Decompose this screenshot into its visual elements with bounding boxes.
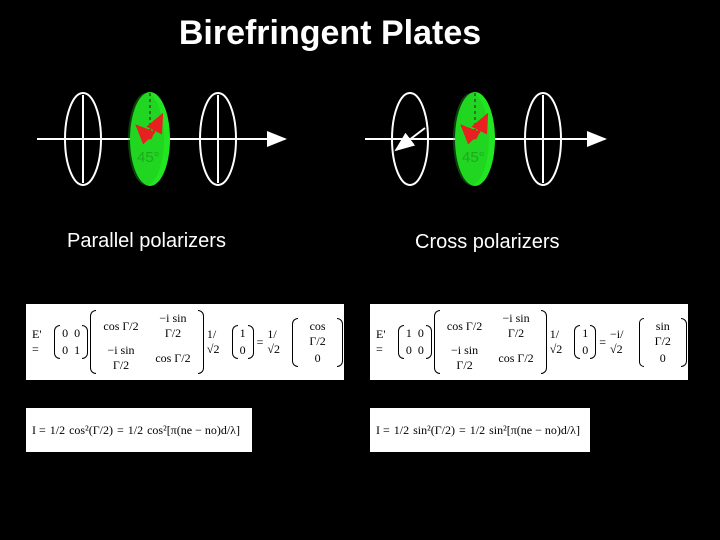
output-vector: sin Γ/2 0 <box>638 317 688 367</box>
half-factor: 1/2 <box>469 422 486 437</box>
page-title: Birefringent Plates <box>178 14 482 52</box>
intensity-expanded: sin²[π(ne − no)d/λ] <box>489 422 580 437</box>
intensity-term: cos²(Γ/2) <box>69 422 113 437</box>
matrix-cell: 0 <box>62 326 69 340</box>
matrix-cell: −i sin Γ/2 <box>451 343 479 372</box>
half-factor: 1/2 <box>393 422 410 437</box>
matrix-cell: 0 <box>417 326 424 340</box>
half-factor: 1/2 <box>49 422 66 437</box>
vector-cell: cos Γ/2 <box>309 318 326 348</box>
output-factor: 1/√2 <box>267 327 280 356</box>
optics-diagram: 45° 45° <box>37 92 607 186</box>
left-angle-label: 45° <box>137 149 160 166</box>
matrix-cell: −i sin Γ/2 <box>159 311 187 340</box>
eq-lhs: E' = <box>376 327 386 356</box>
matrix-cell: cos Γ/2 <box>155 350 191 365</box>
vector-cell: 0 <box>239 343 246 357</box>
matrix-cell: 1 <box>405 326 412 340</box>
vector-cell: 0 <box>582 343 589 357</box>
left-caption: Parallel polarizers <box>67 230 226 252</box>
matrix-cell: 0 <box>62 343 69 357</box>
matrix-cell: cos Γ/2 <box>103 318 139 333</box>
waveplate-matrix: cos Γ/2 −i sin Γ/2 −i sin Γ/2 cos Γ/2 <box>433 310 547 374</box>
vector-cell: 0 <box>659 350 666 365</box>
right-setup: 45° <box>365 92 607 186</box>
right-field-equation: E' = 1 0 0 0 cos Γ/2 −i sin Γ/2 −i sin Γ… <box>370 304 688 380</box>
left-setup: 45° <box>37 92 287 186</box>
left-output-polarizer <box>199 92 237 186</box>
waveplate-matrix: cos Γ/2 −i sin Γ/2 −i sin Γ/2 cos Γ/2 <box>90 310 204 374</box>
output-polarizer-matrix: 1 0 0 0 <box>397 325 432 359</box>
eq-lhs: I = <box>32 422 46 437</box>
output-polarizer-matrix: 0 0 0 1 <box>54 325 89 359</box>
right-caption: Cross polarizers <box>415 231 560 253</box>
left-intensity-equation: I = 1/2 cos²(Γ/2) = 1/2 cos²[π(ne − no)d… <box>26 408 252 452</box>
right-intensity-equation: I = 1/2 sin²(Γ/2) = 1/2 sin²[π(ne − no)d… <box>370 408 590 452</box>
matrix-cell: 0 <box>417 343 424 357</box>
eq-lhs: I = <box>376 422 390 437</box>
input-factor: 1/√2 <box>206 327 220 356</box>
left-field-equation: E' = 0 0 0 1 cos Γ/2 −i sin Γ/2 −i sin Γ… <box>26 304 344 380</box>
half-factor: 1/2 <box>127 422 144 437</box>
output-vector: cos Γ/2 0 <box>292 317 343 367</box>
right-input-polarizer <box>391 92 429 186</box>
output-factor: −i/√2 <box>610 327 624 356</box>
left-waveplate: 45° <box>128 92 170 186</box>
right-angle-label: 45° <box>462 149 485 166</box>
matrix-cell: 0 <box>405 343 412 357</box>
left-input-polarizer <box>64 92 102 186</box>
intensity-expanded: cos²[π(ne − no)d/λ] <box>147 422 240 437</box>
right-waveplate: 45° <box>453 92 495 186</box>
vector-cell: sin Γ/2 <box>654 318 671 348</box>
input-factor: 1/√2 <box>549 327 563 356</box>
vector-cell: 1 <box>582 326 589 340</box>
matrix-cell: cos Γ/2 <box>498 350 534 365</box>
intensity-term: sin²(Γ/2) <box>413 422 455 437</box>
input-vector: 1 0 <box>574 325 597 359</box>
matrix-cell: 1 <box>74 343 81 357</box>
matrix-cell: −i sin Γ/2 <box>502 311 530 340</box>
eq-lhs: E' = <box>32 327 42 356</box>
matrix-cell: cos Γ/2 <box>446 318 483 333</box>
vector-cell: 0 <box>314 350 321 365</box>
matrix-cell: 0 <box>74 326 81 340</box>
right-output-polarizer <box>524 92 562 186</box>
matrix-cell: −i sin Γ/2 <box>107 343 135 372</box>
input-vector: 1 0 <box>231 325 254 359</box>
vector-cell: 1 <box>239 326 246 340</box>
